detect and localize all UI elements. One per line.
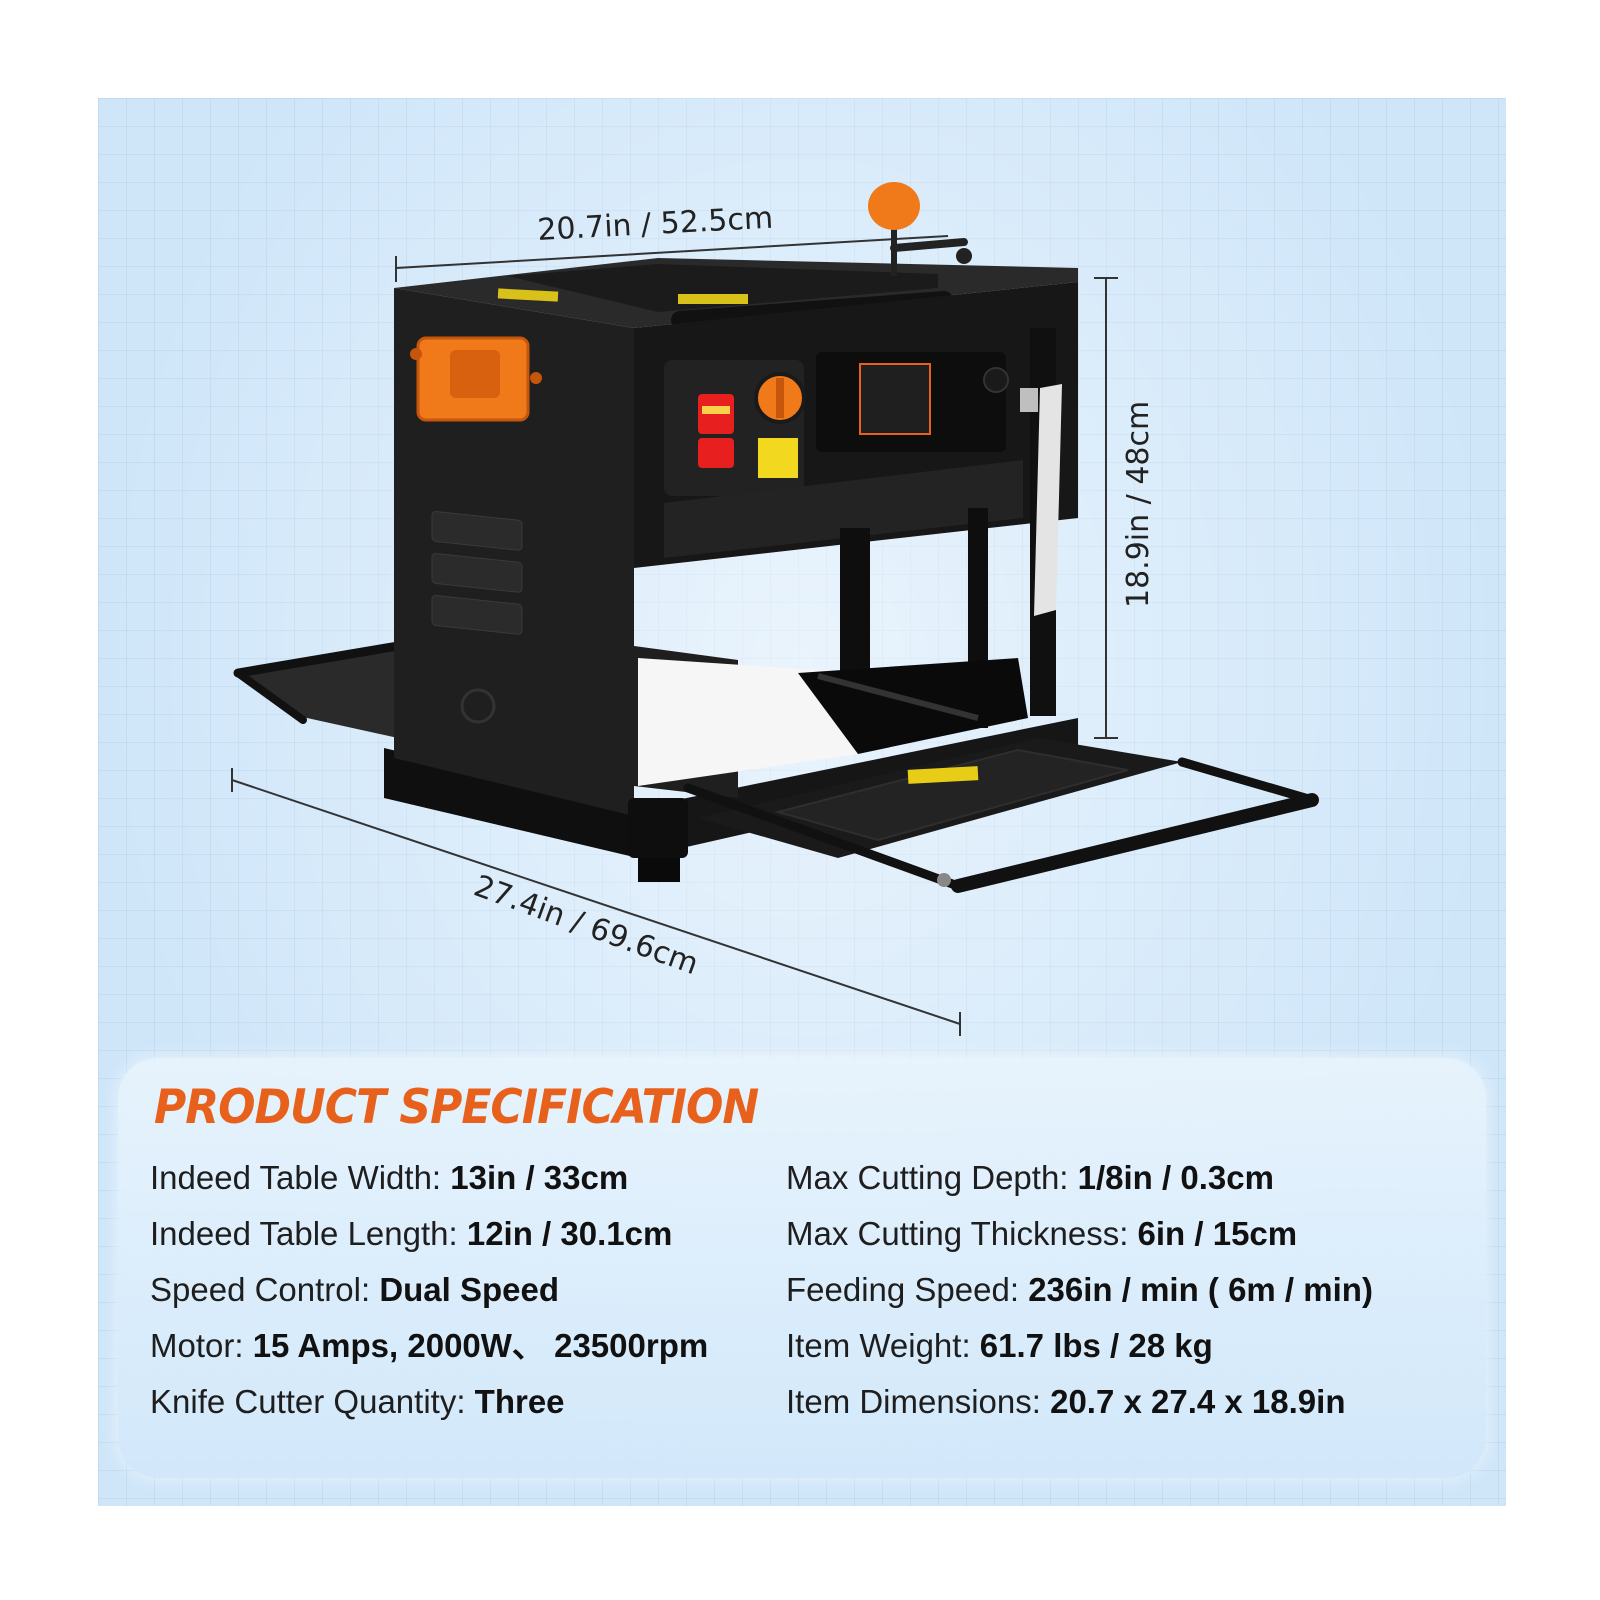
spec-value: 1/8in / 0.3cm — [1077, 1159, 1274, 1196]
spec-label: Motor: — [150, 1327, 253, 1364]
spec-label: Max Cutting Depth: — [786, 1159, 1078, 1196]
spec-value: 20.7 x 27.4 x 18.9in — [1050, 1383, 1346, 1420]
speed-dial — [754, 372, 806, 478]
spec-row: Item Dimensions: 20.7 x 27.4 x 18.9in — [786, 1374, 1373, 1430]
spec-label: Indeed Table Length: — [150, 1215, 467, 1252]
spec-row: Speed Control: Dual Speed — [150, 1262, 708, 1318]
planer-bed — [634, 646, 1028, 798]
spec-row: Max Cutting Thickness: 6in / 15cm — [786, 1206, 1373, 1262]
spec-value: 13in / 33cm — [450, 1159, 629, 1196]
spec-label: Speed Control: — [150, 1271, 380, 1308]
spec-label: Max Cutting Thickness: — [786, 1215, 1138, 1252]
spec-label: Indeed Table Width: — [150, 1159, 451, 1196]
spec-label: Knife Cutter Quantity: — [150, 1383, 475, 1420]
spec-value: 12in / 30.1cm — [466, 1215, 673, 1252]
spec-row: Indeed Table Length: 12in / 30.1cm — [150, 1206, 708, 1262]
spec-row: Item Weight: 61.7 lbs / 28 kg — [786, 1318, 1373, 1374]
width-dimension-label: 20.7in / 52.5cm — [537, 201, 774, 248]
planer-illustration: 20.7in / 52.5cm 18.9in / 48cm 27.4in / 6… — [231, 182, 1319, 1036]
spec-value: 236in / min ( 6m / min) — [1028, 1271, 1373, 1308]
spec-value: 61.7 lbs / 28 kg — [979, 1327, 1213, 1364]
carry-handle — [410, 336, 542, 422]
spec-label: Item Weight: — [786, 1327, 980, 1364]
height-crank — [868, 182, 972, 276]
spec-row: Knife Cutter Quantity: Three — [150, 1374, 708, 1430]
height-dimension-label: 18.9in / 48cm — [1121, 401, 1156, 608]
spec-value: Dual Speed — [379, 1271, 560, 1308]
spec-label: Feeding Speed: — [786, 1271, 1029, 1308]
product-panel: 20.7in / 52.5cm 18.9in / 48cm 27.4in / 6… — [98, 98, 1506, 1506]
spec-row: Indeed Table Width: 13in / 33cm — [150, 1150, 708, 1206]
spec-column-right: Max Cutting Depth: 1/8in / 0.3cm Max Cut… — [786, 1150, 1373, 1430]
spec-title: PRODUCT SPECIFICATION — [154, 1079, 759, 1136]
spec-column-left: Indeed Table Width: 13in / 33cm Indeed T… — [150, 1150, 708, 1430]
info-plate — [859, 363, 1009, 435]
spec-value: 6in / 15cm — [1137, 1215, 1298, 1252]
power-switch — [698, 394, 734, 468]
depth-scale — [1020, 384, 1062, 616]
specification-box: PRODUCT SPECIFICATION Indeed Table Width… — [118, 1058, 1486, 1478]
spec-label: Item Dimensions: — [786, 1383, 1051, 1420]
front-extension-table — [628, 738, 1319, 893]
spec-value: 15 Amps, 2000W、 23500rpm — [252, 1327, 709, 1364]
spec-row: Feeding Speed: 236in / min ( 6m / min) — [786, 1262, 1373, 1318]
rear-extension-table — [233, 641, 403, 738]
spec-row: Max Cutting Depth: 1/8in / 0.3cm — [786, 1150, 1373, 1206]
spec-row: Motor: 15 Amps, 2000W、 23500rpm — [150, 1318, 708, 1374]
height-dimension: 18.9in / 48cm — [1094, 277, 1156, 739]
spec-value: Three — [474, 1383, 565, 1420]
